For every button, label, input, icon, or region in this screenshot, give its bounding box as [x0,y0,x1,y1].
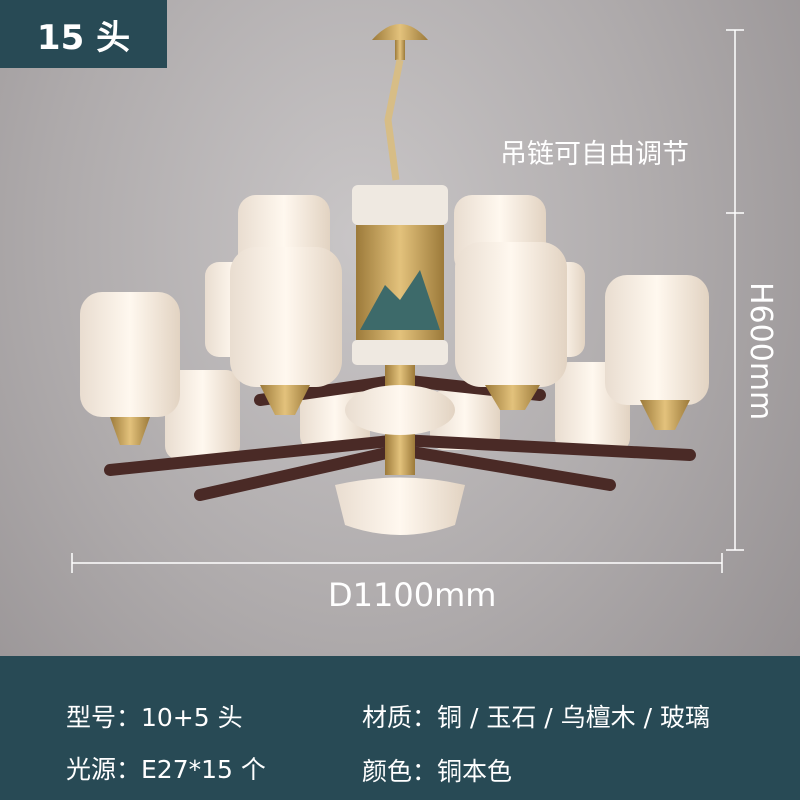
head-count-badge: 15 头 [0,0,167,68]
height-dimension-label: H600mm [743,282,778,421]
spec-color: 颜色：铜本色 [362,757,513,786]
chain-adjustable-note: 吊链可自由调节 [500,139,689,170]
spec-model: 型号：10+5 头 [66,703,243,732]
spec-light-source: 光源：E27*15 个 [66,755,266,784]
dimension-lines [71,29,744,573]
spec-panel: 型号：10+5 头 光源：E27*15 个 材质：铜 / 玉石 / 乌檀木 / … [0,656,800,800]
diameter-dimension-label: D1100mm [328,576,497,614]
spec-material: 材质：铜 / 玉石 / 乌檀木 / 玻璃 [362,703,710,732]
chandelier-product-image [71,24,744,573]
